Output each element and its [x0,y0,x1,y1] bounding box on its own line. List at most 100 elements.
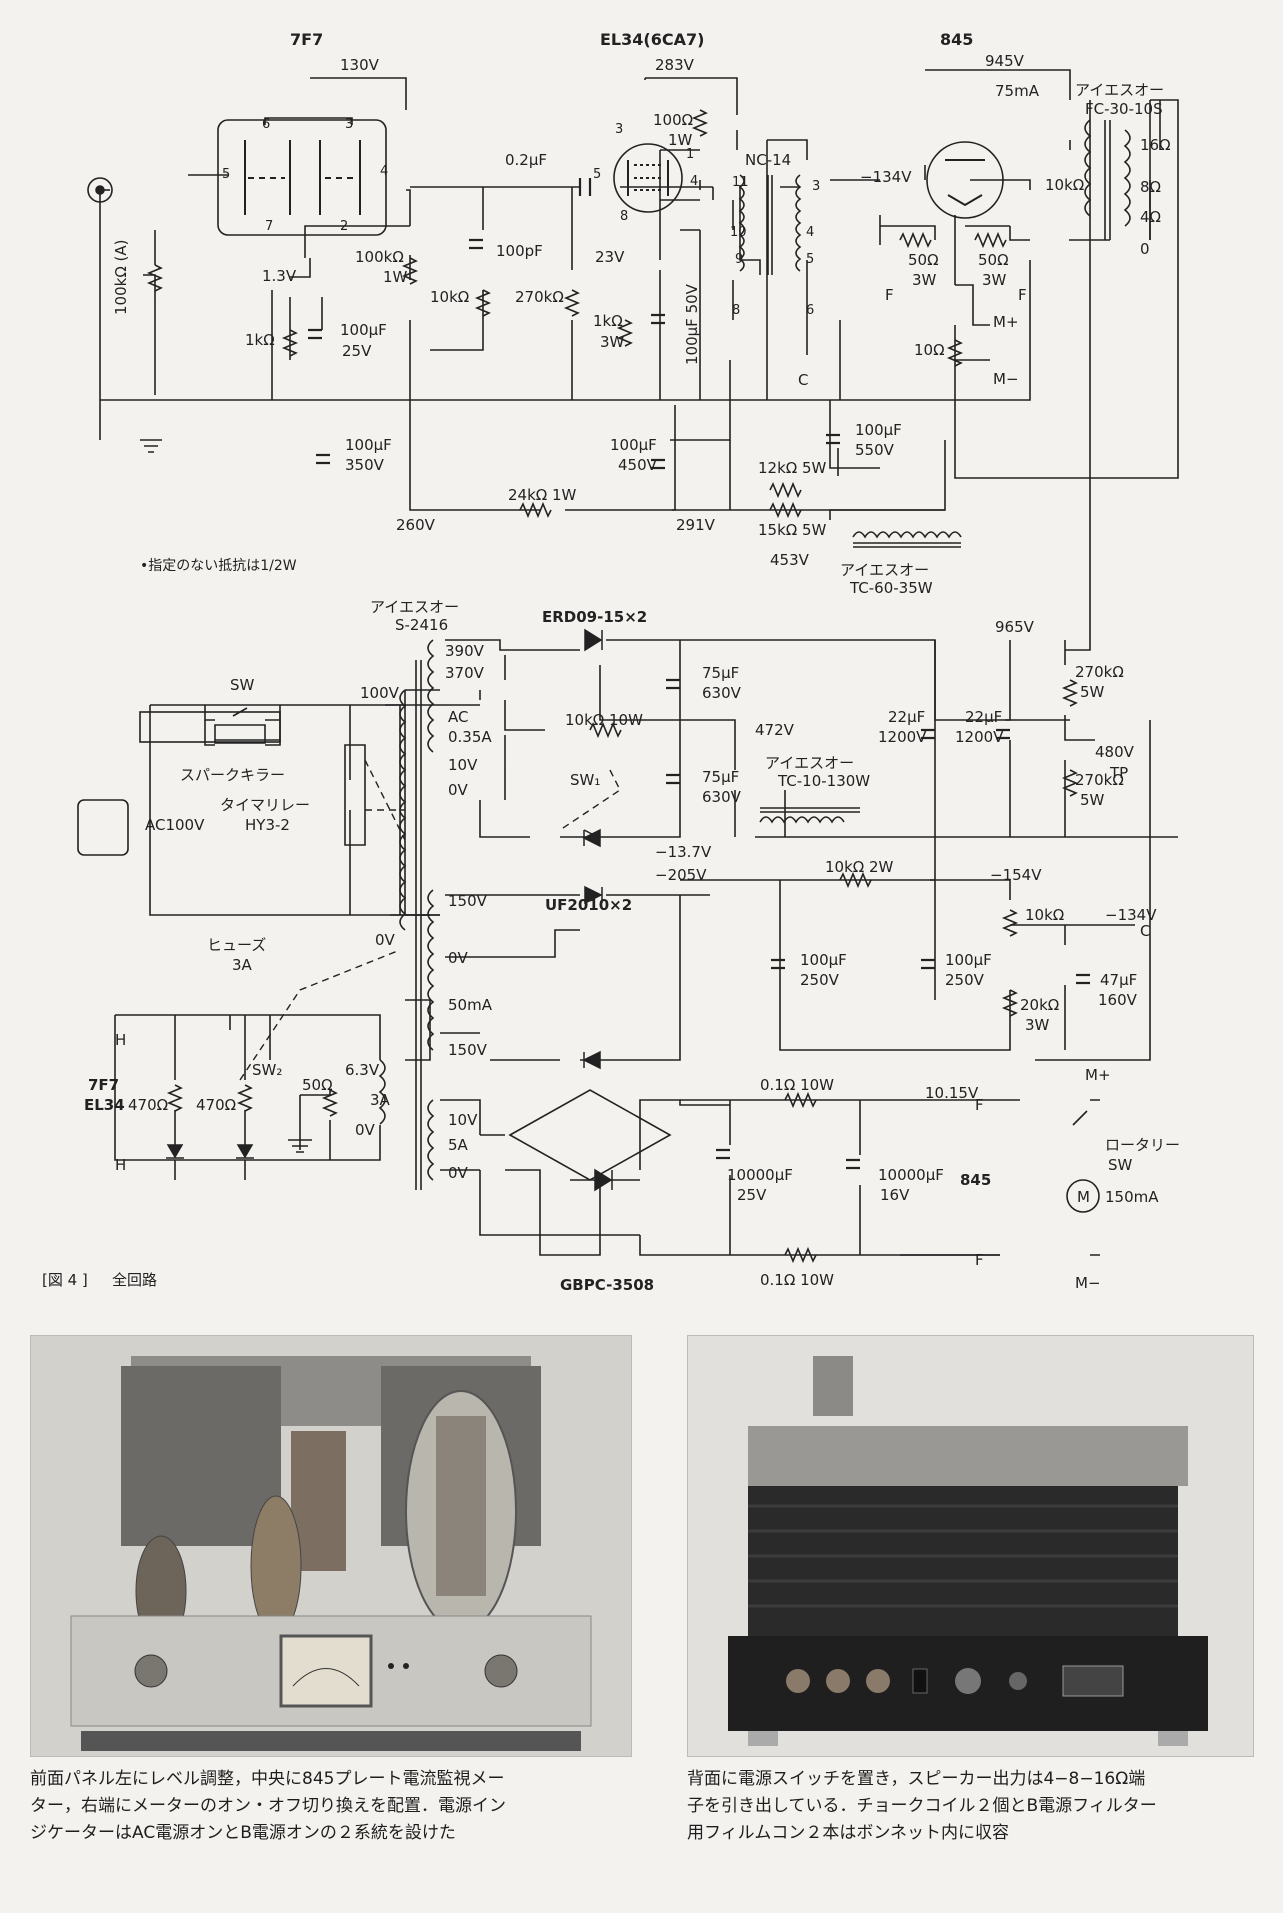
rear-panel-photo [687,1335,1254,1757]
r-20k-val: 20kΩ [1020,996,1059,1014]
timer-relay: タイマリレー [220,796,310,814]
circuit-schematic: 7F7 EL34(6CA7) 845 130V 283V 945V 75mA −… [42,30,1180,1290]
tap-5a: 5A [448,1136,469,1154]
output-transformer-brand: アイエスオー [1075,81,1164,99]
c-10000u-b-val: 10000μF [878,1166,944,1184]
tap-6-3v: 6.3V [345,1061,380,1079]
c-100u-250v-a-rating: 250V [800,971,840,989]
choke-tc60-brand: アイエスオー [840,561,929,579]
node-c: C [1140,922,1150,940]
volt-1-3v: 1.3V [262,267,297,285]
rear-caption-line1: 背面に電源スイッチを置き，スピーカー出力は4−8−16Ω端 [687,1769,1146,1789]
c-10000u-b-rating: 16V [880,1186,910,1204]
c-100u-450v-val: 100μF [610,436,657,454]
figure-caption: [図 4 ] 全回路 [42,1271,157,1289]
r-270k-a-val: 270kΩ [1075,663,1124,681]
tap-ac: AC [448,708,468,726]
rear-photo-caption: 背面に電源スイッチを置き，スピーカー出力は4−8−16Ω端 子を引き出している．… [687,1766,1252,1847]
tap-390v: 390V [445,642,485,660]
c-100u-25v-val: 100μF [340,321,387,339]
pin-number: 5 [222,167,230,182]
meter-minus-top: M− [993,370,1019,388]
transformer-nc14: NC-14 [745,151,791,169]
pin-number: 4 [380,164,388,179]
tap-0v-e: 0V [448,1164,469,1182]
r-10k-2w: 10kΩ 2W [825,858,894,876]
c-100u-350v-val: 100μF [345,436,392,454]
c-100u-450v-rating: 450V [618,456,658,474]
primary-100v: 100V [360,684,400,702]
c-75u-a-val: 75μF [702,664,739,682]
r-470-a: 470Ω [128,1096,168,1114]
c-100u-250v-a-val: 100μF [800,951,847,969]
volt-260v: 260V [396,516,436,534]
volt-130v: 130V [340,56,380,74]
r-20k-rating: 3W [1025,1016,1050,1034]
diode-erd09: ERD09-15×2 [542,608,647,626]
c-100u-550v-rating: 550V [855,441,895,459]
tap-150v-a: 150V [448,892,488,910]
tap-3a: 3A [370,1091,391,1109]
volt-neg154v: −154V [990,866,1042,884]
r-100-ohm-val: 100Ω [653,111,693,129]
r-270k-a-rating: 5W [1080,683,1105,701]
pin-number: 7 [265,219,273,234]
pin-number: 8 [620,209,628,224]
c-100u-25v-rating: 25V [342,342,372,360]
pin-number: 5 [593,167,601,182]
r-1k-cathode: 1kΩ [245,331,275,349]
r-12k-5w: 12kΩ 5W [758,459,827,477]
tube-label-845: 845 [940,30,973,49]
front-caption-line3: ジケーターはAC電源オンとB電源オンの２系統を設けた [30,1823,456,1843]
current-75ma: 75mA [995,82,1040,100]
pin-number: 9 [735,252,743,267]
r-24k-1w: 24kΩ 1W [508,486,577,504]
front-caption-line2: ター，右端にメーターのオン・オフ切り換えを配置．電源イン [30,1796,506,1816]
c-47u-val: 47μF [1100,971,1137,989]
pin-number: 4 [690,174,698,189]
meter-plus-top: M+ [993,313,1019,331]
r-50-a-val: 50Ω [908,251,939,269]
r-470-b: 470Ω [196,1096,236,1114]
node-f4: F [1018,286,1027,304]
volt-neg13-7v: −13.7V [655,843,712,861]
ac100v-inlet: AC100V [145,816,205,834]
pot-10k: 10kΩ [1025,906,1064,924]
r-10-ohm: 10Ω [914,341,945,359]
volt-480v: 480V [1095,743,1135,761]
power-transformer-brand: アイエスオー [370,598,459,616]
output-transformer-model: FC-30-10S [1085,100,1163,118]
c-100u-250v-b-val: 100μF [945,951,992,969]
pin-number: 3 [345,117,353,132]
tap-16-ohm: 16Ω [1140,136,1171,154]
timer-relay-model: HY3-2 [245,816,290,834]
spark-killer: スパークキラー [180,766,285,784]
tap-10v: 10V [448,756,478,774]
pin-number: 6 [806,303,814,318]
pin-number: 11 [732,175,749,190]
r-50-a-rating: 3W [912,271,937,289]
pin-number: 8 [732,303,740,318]
r-270k: 270kΩ [515,288,564,306]
r-100k-1w-rating: 1W [383,268,408,286]
c-22u-b-val: 22μF [965,708,1002,726]
volt-10-15v: 10.15V [925,1084,979,1102]
c-10000u-a-rating: 25V [737,1186,767,1204]
rotary-switch-label: ロータリー [1105,1136,1180,1154]
r-15k-5w: 15kΩ 5W [758,521,827,539]
meter-symbol: M [1077,1188,1090,1206]
r-100-ohm-rating: 1W [668,131,693,149]
tap-4-ohm: 4Ω [1140,208,1161,226]
tap-370v: 370V [445,664,485,682]
volt-neg205v: −205V [655,866,707,884]
primary-0v: 0V [375,931,396,949]
pin-number: 3 [615,122,623,137]
heater-label-845: 845 [960,1171,991,1189]
c-100u-550v-val: 100μF [855,421,902,439]
c-22u-b-rating: 1200V [955,728,1004,746]
figure-title: 全回路 [112,1271,157,1289]
volt-472v: 472V [755,721,795,739]
tap-0v-d: 0V [355,1121,376,1139]
c-75u-b-rating: 630V [702,788,742,806]
r-100k-1w-val: 100kΩ [355,248,404,266]
